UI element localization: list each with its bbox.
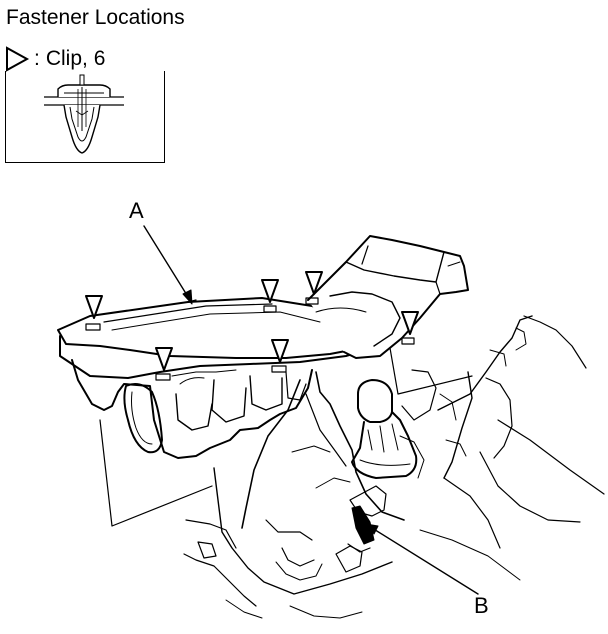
legend-separator: :: [34, 47, 40, 70]
clip-marker-6: [401, 311, 419, 335]
clip-detail-drawing: [44, 74, 124, 154]
leader-arrow-a: [182, 289, 193, 305]
clip-marker-3: [261, 279, 279, 303]
clip-marker-4: [305, 271, 323, 295]
clip-marker-2: [155, 347, 173, 371]
leader-line-b: [371, 527, 479, 595]
clip-leader-right: [389, 347, 473, 395]
console-front-shell: [71, 359, 313, 459]
rear-console-body: [307, 235, 469, 359]
shift-knob: [357, 379, 393, 423]
clip-legend: : Clip, 6: [4, 46, 105, 72]
clip-detail-inset: [5, 71, 165, 163]
callout-label-b: B: [474, 593, 489, 618]
triangle-clip-icon: [6, 46, 30, 72]
tunnel-bracket: [351, 505, 375, 545]
console-cup-opening: [123, 383, 163, 454]
page-title: Fastener Locations: [6, 6, 185, 29]
clip-markers: [85, 271, 419, 371]
clip-marker-1: [85, 295, 103, 319]
leader-arrow-b: [365, 523, 379, 535]
callout-label-a: A: [129, 198, 144, 223]
legend-label: Clip, 6: [45, 47, 106, 70]
shift-boot: [351, 411, 418, 479]
clip-marker-5: [271, 339, 289, 363]
leader-line-a: [143, 225, 191, 301]
